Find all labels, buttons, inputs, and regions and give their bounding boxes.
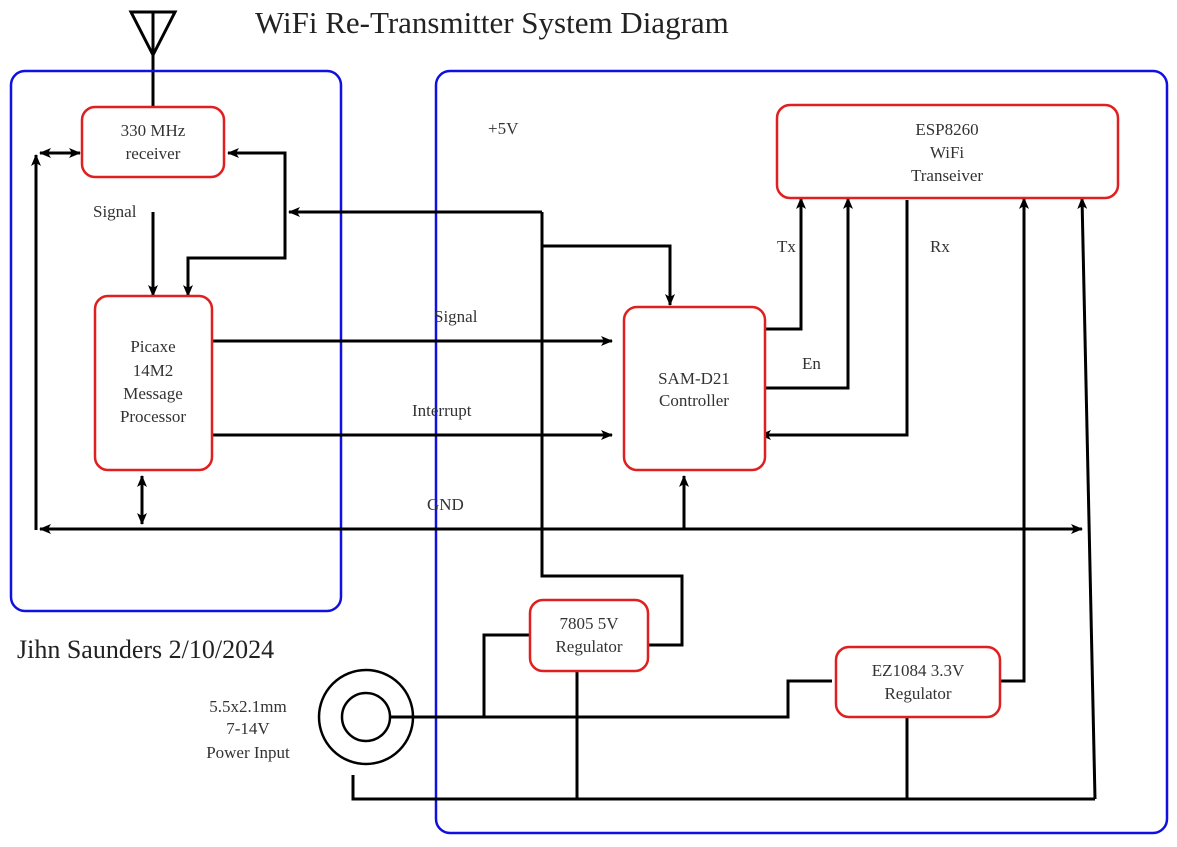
picaxe-label-4: Processor xyxy=(120,407,186,426)
samd21-label-2: Controller xyxy=(659,391,729,410)
esp-label-2: WiFi xyxy=(930,143,965,162)
picaxe-block: Picaxe 14M2 Message Processor xyxy=(93,294,214,472)
power-input-label-3: Power Input xyxy=(206,743,290,762)
ground-return-wire xyxy=(351,775,1095,801)
receiver-block: 330 MHz receiver xyxy=(80,105,226,179)
tx-wire xyxy=(753,197,806,331)
power-input-label-2: 7-14V xyxy=(226,719,270,738)
vin-to-7805-wire xyxy=(482,633,532,717)
power-to-samd21-wire xyxy=(542,244,675,306)
reg33-label-2: Regulator xyxy=(884,684,951,703)
interrupt-label: Interrupt xyxy=(412,401,472,420)
reg5-block: 7805 5V Regulator xyxy=(528,598,650,673)
en-wire xyxy=(753,197,853,390)
power-input-label-1: 5.5x2.1mm xyxy=(209,697,286,716)
rx-label: Rx xyxy=(930,237,950,256)
esp-label-1: ESP8260 xyxy=(915,120,978,139)
power-3v3-to-esp-wire xyxy=(1000,197,1029,683)
en-label: En xyxy=(802,354,821,373)
samd21-label-1: SAM-D21 xyxy=(658,369,730,388)
receiver-label-2: receiver xyxy=(126,144,181,163)
author-credit: Jihn Saunders 2/10/2024 xyxy=(17,635,274,664)
plus5v-label: +5V xyxy=(488,119,519,138)
tx-label: Tx xyxy=(777,237,796,256)
esp-gnd-wire xyxy=(1077,197,1097,800)
diagram-title: WiFi Re-Transmitter System Diagram xyxy=(255,5,729,40)
signal-label: Signal xyxy=(434,307,478,326)
antenna-icon xyxy=(128,10,178,106)
power-to-receiver-wire xyxy=(227,148,287,212)
picaxe-label-3: Message xyxy=(123,384,182,403)
vin-wire xyxy=(390,679,832,719)
signal-rx-label: Signal xyxy=(93,202,137,221)
rx-wire xyxy=(759,200,909,440)
samd21-block: SAM-D21 Controller xyxy=(622,305,767,472)
picaxe-label-2: 14M2 xyxy=(133,361,174,380)
gnd-label: GND xyxy=(427,495,464,514)
picaxe-label-1: Picaxe xyxy=(130,337,175,356)
power-to-picaxe-wire xyxy=(183,212,287,297)
controller-subsystem-frame xyxy=(434,69,1169,835)
reg5-label-2: Regulator xyxy=(555,637,622,656)
reg33-block: EZ1084 3.3V Regulator xyxy=(834,645,1002,719)
plus5v-trunk-wire xyxy=(540,212,684,647)
reg5-label-1: 7805 5V xyxy=(559,614,619,633)
esp-block: ESP8260 WiFi Transeiver xyxy=(775,103,1120,200)
esp-label-3: Transeiver xyxy=(911,166,983,185)
receiver-label-1: 330 MHz xyxy=(121,121,186,140)
reg33-label-1: EZ1084 3.3V xyxy=(872,661,965,680)
